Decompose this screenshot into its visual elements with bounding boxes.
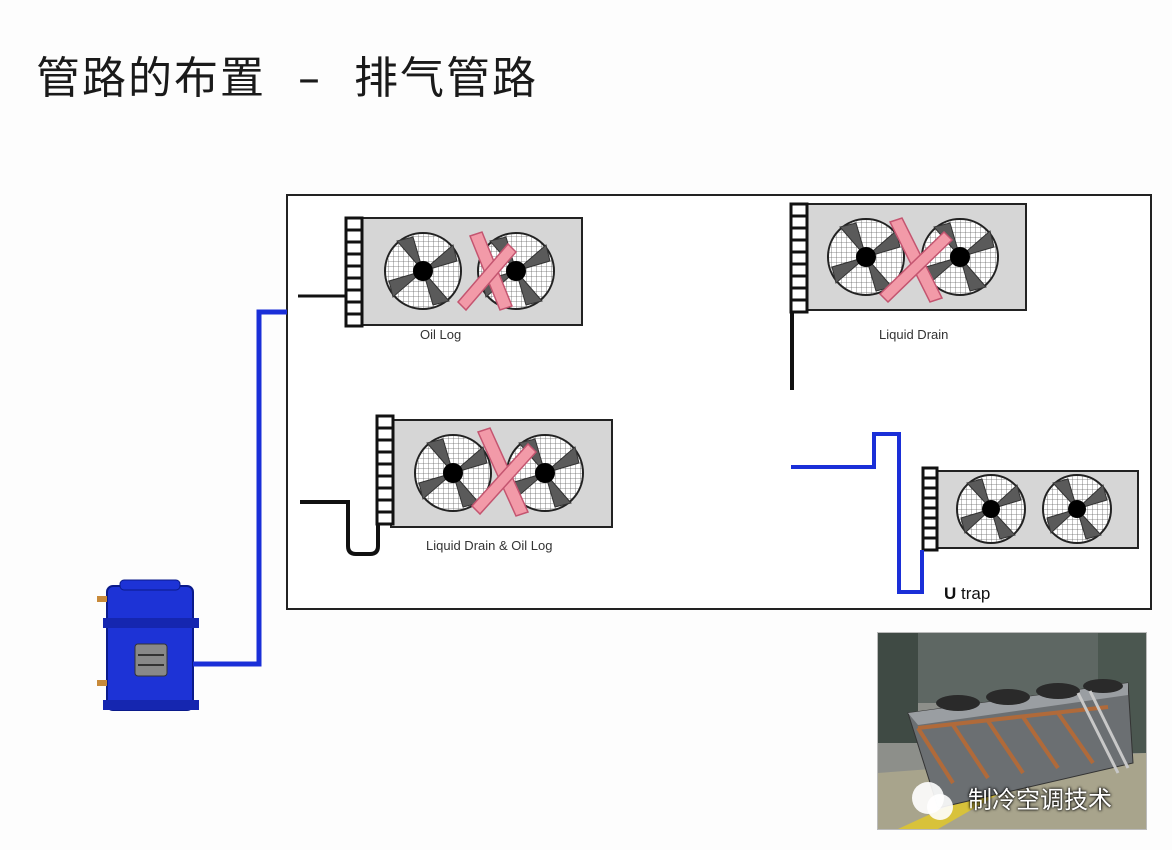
condenser-liquid-drain-oil-log <box>300 414 613 556</box>
condenser-oil-log <box>298 216 583 328</box>
slide-title: 管路的布置 – 排气管路 <box>36 53 538 104</box>
label-u-trap-word: trap <box>956 584 991 603</box>
label-liquid-drain-oil-log: Liquid Drain & Oil Log <box>426 538 553 553</box>
label-u-trap: U trap <box>944 584 990 604</box>
compressor <box>97 579 199 711</box>
label-u-trap-letter: U <box>944 584 957 603</box>
condenser-liquid-drain <box>789 202 1027 390</box>
label-liquid-drain: Liquid Drain <box>879 327 949 342</box>
label-oil-log: Oil Log <box>420 327 462 342</box>
condenser-u-trap <box>791 432 1139 594</box>
watermark-text: 制冷空调技术 <box>968 786 1112 814</box>
discharge-pipe <box>193 309 287 667</box>
condenser-photo <box>877 632 1147 830</box>
